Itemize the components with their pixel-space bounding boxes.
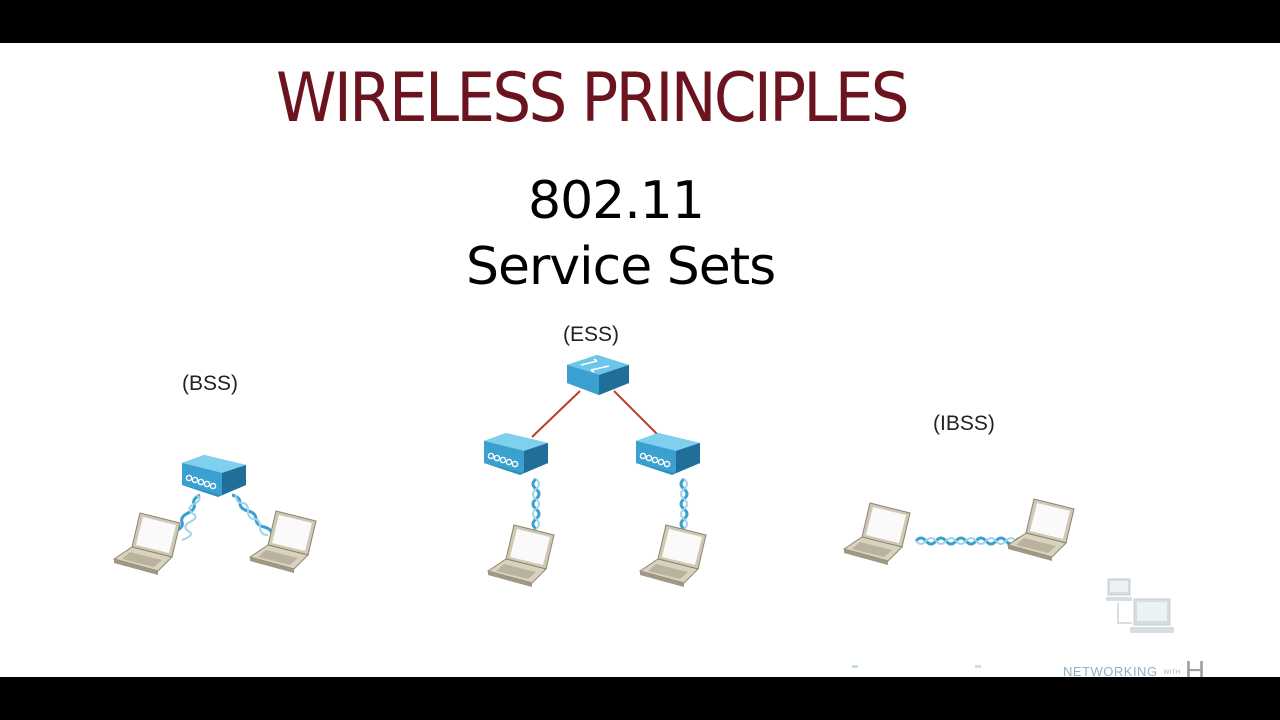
logo-with: WITH <box>1163 669 1181 676</box>
slide-subtitle-standard: 802.11 <box>528 171 705 231</box>
ess-laptop-left-icon <box>487 524 555 588</box>
ibss-group <box>843 498 1075 566</box>
logo-text: NETWORKING <box>1063 664 1158 677</box>
ess-wireless-signal-right-icon <box>679 477 689 531</box>
ibss-laptop-left-icon <box>843 502 911 566</box>
ess-access-point-left-icon <box>483 432 549 476</box>
ess-group <box>483 354 707 588</box>
ess-laptop-right-icon <box>639 524 707 588</box>
bss-access-point-icon <box>181 454 247 498</box>
slide-title: WIRELESS PRINCIPLES <box>276 59 910 138</box>
bss-wireless-signal-right-icon <box>231 493 274 536</box>
letterbox-bottom <box>0 677 1280 720</box>
logo-dot-right <box>975 665 981 668</box>
letterbox-top <box>0 0 1280 43</box>
ibss-laptop-right-icon <box>1007 498 1075 562</box>
logo-dot-left <box>852 665 858 668</box>
network-computers-icon <box>1106 578 1174 633</box>
bss-laptop-right-icon <box>249 510 317 574</box>
slide-subtitle-topic: Service Sets <box>466 237 776 297</box>
service-sets-diagram <box>113 354 1174 668</box>
ess-label: (ESS) <box>563 323 620 346</box>
ess-wireless-signal-left-icon <box>531 477 541 531</box>
bss-label: (BSS) <box>182 372 239 395</box>
logo-letter: H <box>1184 655 1206 677</box>
bss-group <box>113 454 317 576</box>
bss-laptop-left-icon <box>113 512 181 576</box>
ess-access-point-right-icon <box>635 432 701 476</box>
ibss-label: (IBSS) <box>933 412 995 435</box>
ess-link-left <box>531 390 581 438</box>
slide: WIRELESS PRINCIPLES 802.11 Service Sets <box>0 43 1280 677</box>
ess-link-right <box>613 390 661 438</box>
ibss-wireless-signal-icon <box>914 536 1028 546</box>
ess-switch-icon <box>566 354 630 396</box>
